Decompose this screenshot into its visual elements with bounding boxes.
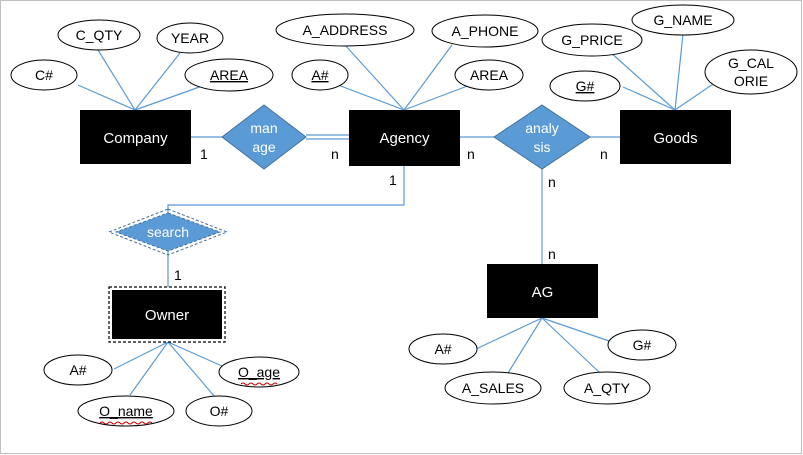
attribute-c-qty-label: C_QTY: [76, 27, 123, 43]
cardinality-owner-search: 1: [174, 267, 182, 283]
attribute-a-address-label: A_ADDRESS: [303, 22, 388, 38]
attribute-a-phone: A_PHONE: [431, 14, 539, 48]
cardinality-company-manage: 1: [200, 146, 208, 162]
attribute-c-num: C#: [10, 59, 78, 91]
connector-area2-agency: [403, 84, 471, 111]
attribute-c-num-label: C#: [35, 67, 53, 83]
attribute-agency-a-num-label: A#: [311, 67, 328, 83]
attribute-ag-a-num-label: A#: [434, 341, 451, 357]
connector-gcalorie-goods: [674, 81, 717, 111]
attribute-a-sales: A_SALES: [444, 371, 542, 405]
connector-gnum-goods: [622, 86, 676, 111]
attribute-agency-area: AREA: [454, 59, 524, 91]
spellcheck-squiggle-o-name: [99, 421, 153, 425]
attribute-o-name-label: O_name: [99, 403, 153, 419]
entity-agency: Agency: [349, 110, 460, 166]
attribute-year: YEAR: [156, 22, 224, 54]
spellcheck-squiggle-o-age: [240, 382, 278, 386]
entity-company-label: Company: [103, 130, 168, 147]
entity-goods: Goods: [620, 110, 731, 164]
attribute-o-age-label: O_age: [238, 364, 280, 380]
relationship-manage: man age: [221, 104, 307, 170]
attribute-a-address: A_ADDRESS: [275, 13, 415, 47]
attribute-a-qty: A_QTY: [563, 371, 651, 405]
relationship-search-label: search: [147, 224, 189, 240]
connector-aaddress-agency: [344, 44, 405, 111]
cardinality-agency-search: 1: [389, 172, 397, 188]
cardinality-agency-manage: n: [331, 146, 339, 162]
attribute-a-qty-label: A_QTY: [584, 380, 631, 396]
attribute-c-qty: C_QTY: [57, 19, 141, 51]
entity-owner: Owner: [108, 286, 226, 343]
cardinality-analysis-ag: n: [548, 174, 556, 190]
connector-year-company: [134, 52, 181, 111]
attribute-ag-g-num: G#: [607, 329, 677, 361]
attribute-g-calorie-line2: ORIE: [734, 73, 768, 89]
connector-oage-owner: [167, 341, 223, 367]
attribute-company-area-label: AREA: [210, 67, 249, 83]
cardinality-labels: 1 n n n n n 1 1: [174, 146, 608, 283]
connector-gnum2-ag: [541, 317, 610, 342]
attribute-ag-a-num: A#: [408, 333, 478, 365]
attribute-agency-a-num: A#: [291, 59, 349, 91]
attribute-g-calorie: G_CAL ORIE: [704, 49, 798, 95]
attribute-goods-g-num-label: G#: [576, 78, 595, 94]
connector-cqty-company: [97, 49, 136, 111]
attribute-year-label: YEAR: [171, 30, 209, 46]
connector-onum-owner: [167, 341, 216, 398]
connector-asales-ag: [507, 317, 543, 374]
connector-gname-goods: [674, 33, 684, 111]
relationship-analysis-line1: analy: [525, 120, 558, 136]
attribute-owner-a-num-label: A#: [69, 362, 86, 378]
relationship-manage-line1: man: [250, 120, 277, 136]
cardinality-agency-analysis: n: [467, 146, 475, 162]
connector-gprice-goods: [609, 51, 676, 111]
cardinality-ag-analysis: n: [548, 246, 556, 262]
attribute-o-num: O#: [185, 395, 253, 427]
attribute-o-name: O_name: [77, 395, 175, 427]
relationship-manage-line2: age: [252, 139, 276, 155]
entity-ag: AG: [487, 264, 598, 318]
attribute-g-price-label: G_PRICE: [561, 32, 622, 48]
connector-anum3-owner: [113, 341, 169, 370]
attribute-g-name-label: G_NAME: [653, 12, 712, 28]
attribute-o-age: O_age: [218, 356, 300, 388]
connector-aphone-agency: [403, 44, 453, 111]
connector-anum2-ag: [475, 317, 543, 350]
entity-ag-label: AG: [532, 284, 554, 301]
connector-oname-owner: [129, 341, 169, 396]
relationship-analysis-line2: sis: [533, 139, 550, 155]
attribute-goods-g-num: G#: [549, 70, 621, 102]
attribute-g-name: G_NAME: [631, 4, 735, 36]
entity-goods-label: Goods: [653, 130, 697, 147]
relationship-search: search: [107, 208, 229, 256]
connector-cnum-company: [77, 84, 136, 111]
attribute-o-num-label: O#: [210, 403, 229, 419]
connectors: [77, 33, 717, 398]
attribute-a-phone-label: A_PHONE: [452, 23, 519, 39]
connector-agency-search: [167, 166, 405, 213]
attribute-g-price: G_PRICE: [541, 23, 643, 57]
attribute-owner-a-num: A#: [43, 354, 113, 386]
connector-anum-agency: [337, 84, 405, 111]
entity-company: Company: [80, 110, 191, 164]
connector-area-company: [134, 84, 206, 111]
connector-aqty-ag: [541, 317, 601, 374]
attribute-company-area: AREA: [184, 58, 274, 92]
entity-agency-label: Agency: [379, 130, 430, 147]
entity-owner-label: Owner: [145, 307, 189, 324]
attribute-a-sales-label: A_SALES: [462, 380, 524, 396]
relationship-analysis: analy sis: [493, 104, 591, 170]
attribute-ag-g-num-label: G#: [633, 337, 652, 353]
attribute-agency-area-label: AREA: [470, 67, 509, 83]
cardinality-goods-analysis: n: [600, 146, 608, 162]
attribute-g-calorie-line1: G_CAL: [728, 55, 774, 71]
